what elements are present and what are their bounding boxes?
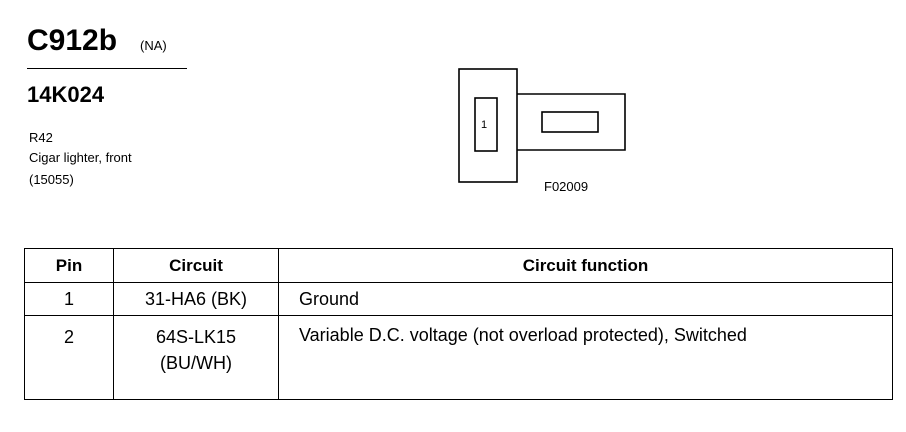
circuit-cell: 64S-LK15 (BU/WH) (113, 315, 279, 400)
circuit-color: (BU/WH) (160, 353, 232, 373)
pin-number-label: 1 (481, 119, 487, 131)
circuit-code: 64S-LK15 (155, 327, 237, 347)
connector-extension (517, 93, 626, 151)
circuit-cell: 31-HA6 (BK) (113, 282, 279, 316)
latch-window (541, 111, 599, 133)
connector-outer-body (458, 68, 518, 183)
pin-table: Pin Circuit Circuit function 1 31-HA6 (B… (24, 248, 893, 400)
pin-cell: 2 (24, 315, 114, 400)
part-number: 14K024 (27, 82, 105, 107)
description-line-reference: R42 (29, 130, 53, 145)
pin-cavity (474, 97, 498, 152)
table-row: 1 31-HA6 (BK) Ground (24, 282, 893, 316)
connector-note: (NA) (140, 38, 167, 53)
function-cell: Variable D.C. voltage (not overload prot… (278, 315, 893, 400)
header-divider (27, 68, 187, 69)
column-header-function: Circuit function (278, 248, 893, 283)
table-row: 2 64S-LK15 (BU/WH) Variable D.C. voltage… (24, 315, 893, 400)
column-header-circuit: Circuit (113, 248, 279, 283)
column-header-pin: Pin (24, 248, 114, 283)
connector-diagram: 1 (458, 68, 626, 183)
function-cell: Ground (278, 282, 893, 316)
description-line-code: (15055) (29, 172, 74, 187)
description-line-name: Cigar lighter, front (29, 150, 132, 165)
connector-id: C912b (27, 24, 118, 57)
table-header-row: Pin Circuit Circuit function (24, 248, 893, 283)
figure-id: F02009 (544, 179, 589, 194)
pin-cell: 1 (24, 282, 114, 316)
